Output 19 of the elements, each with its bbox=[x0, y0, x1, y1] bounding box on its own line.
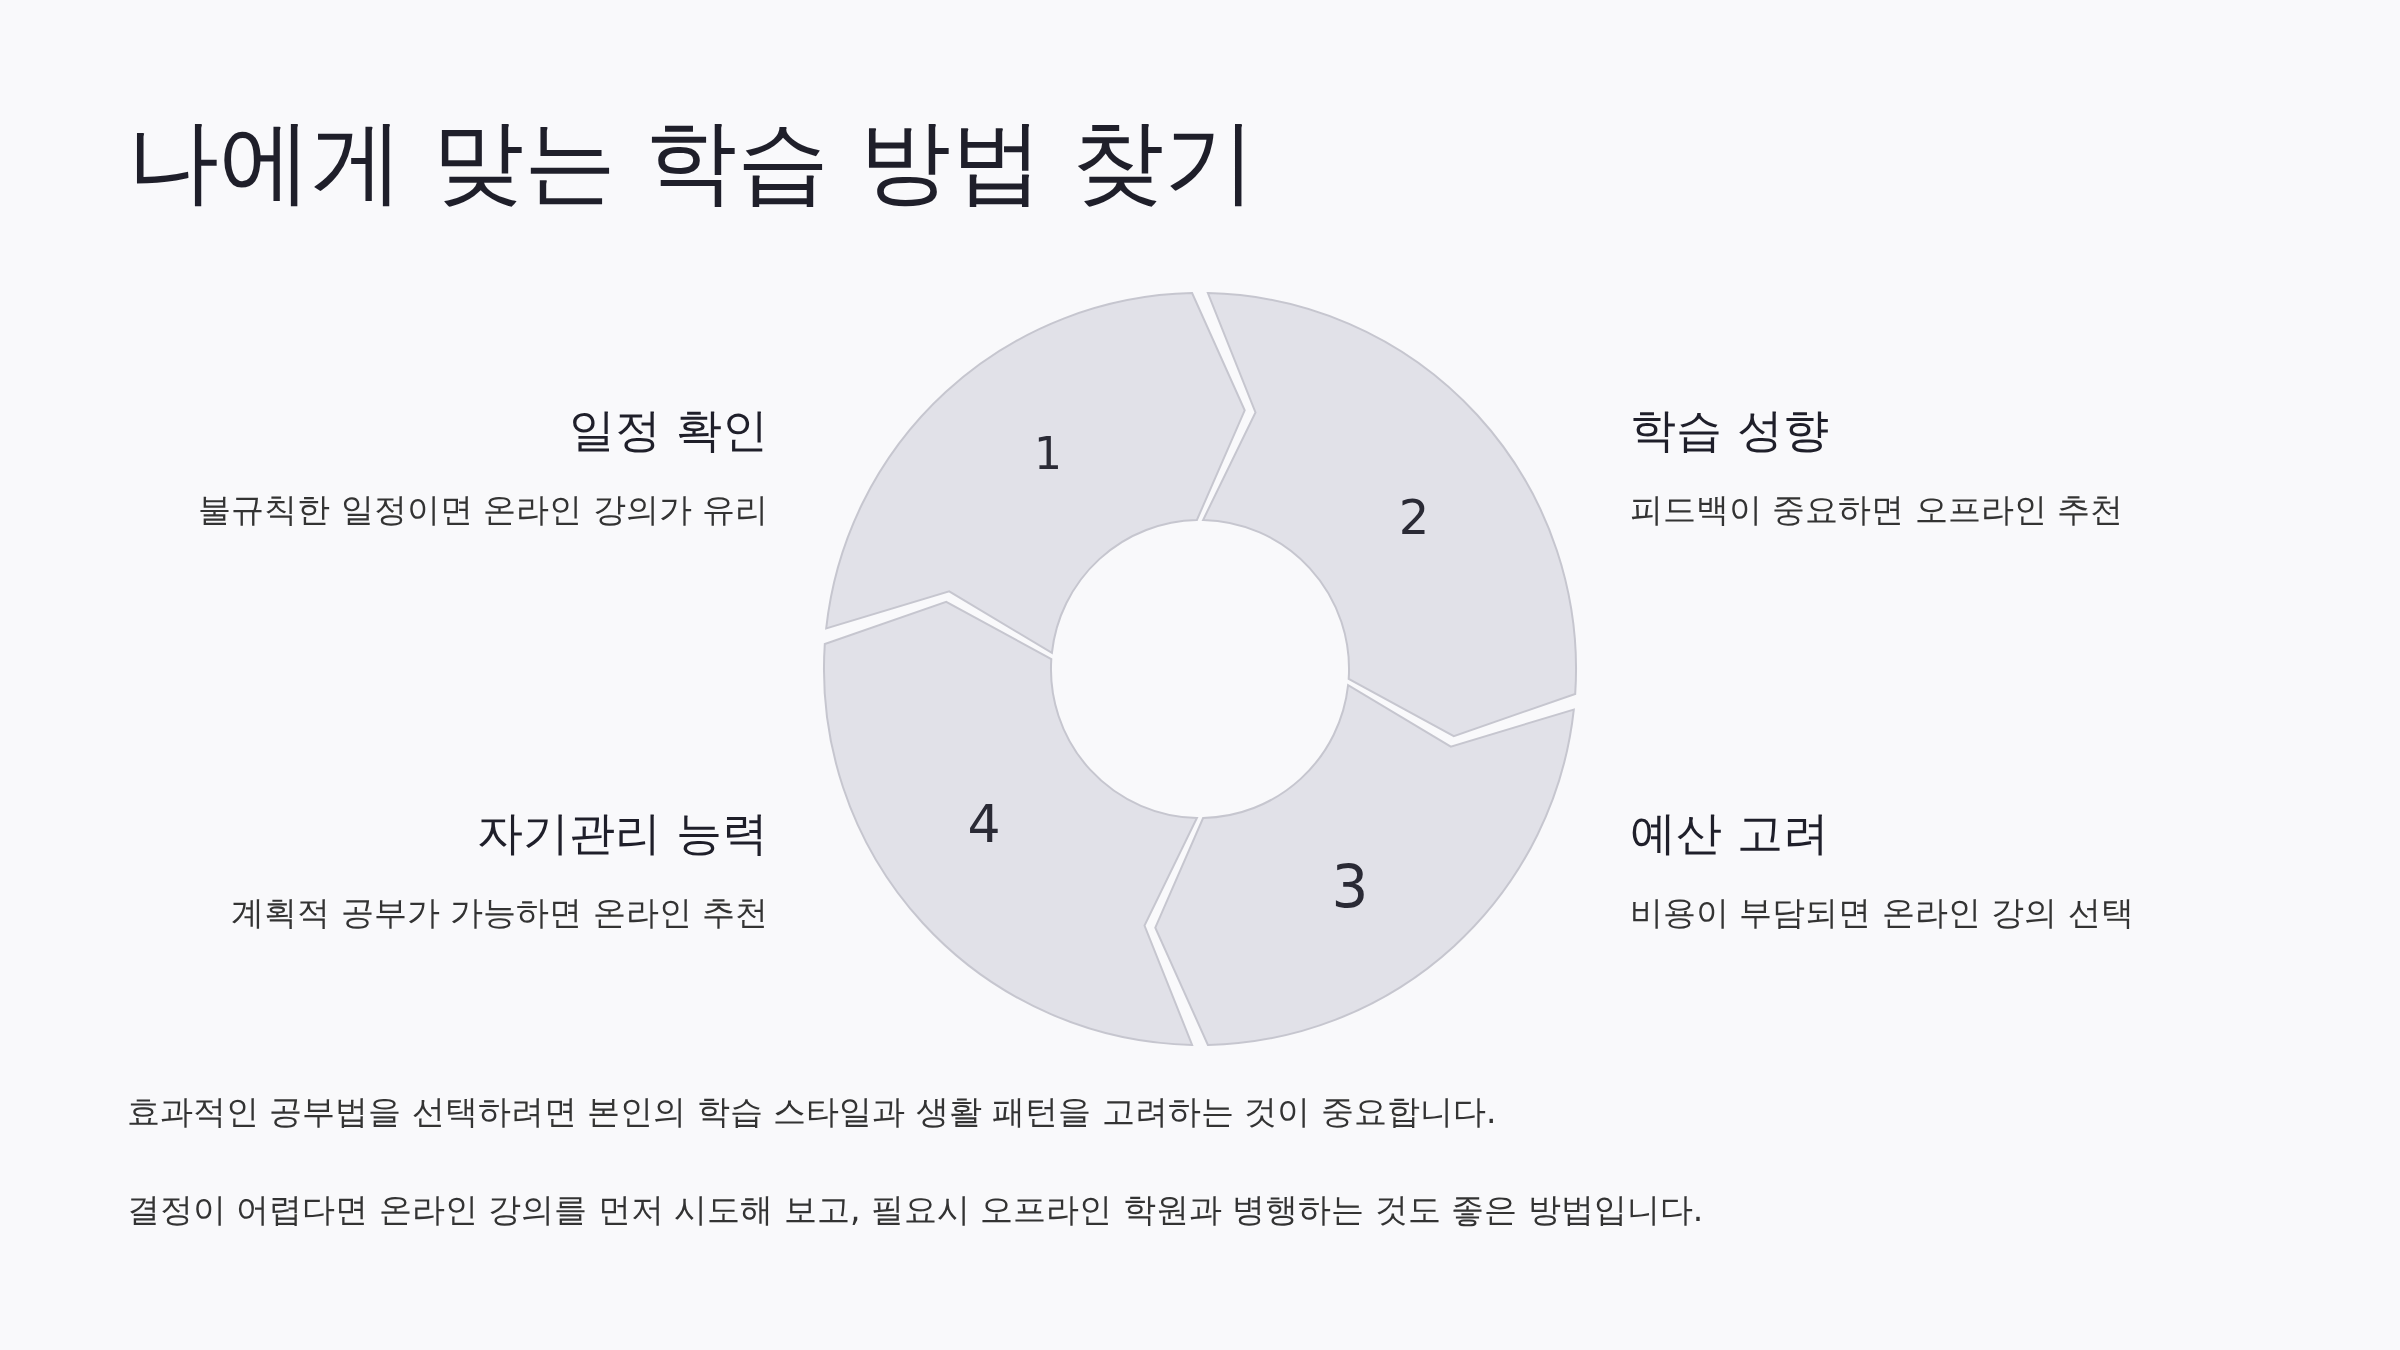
step-number: 2 bbox=[1398, 489, 1430, 545]
section-heading: 예산 고려 bbox=[1630, 805, 1829, 862]
section-heading: 학습 성향 bbox=[1630, 402, 1829, 459]
step-number: 4 bbox=[967, 794, 1001, 854]
section-heading: 자기관리 능력 bbox=[477, 805, 768, 862]
description-text: 비용이 부담되면 온라인 강의 선택 bbox=[1630, 892, 2134, 934]
description-text: 불규칙한 일정이면 온라인 강의가 유리 bbox=[198, 489, 768, 531]
step-number: 1 bbox=[1034, 428, 1062, 479]
page-title: 나에게 맞는 학습 방법 찾기 bbox=[127, 107, 1256, 217]
description-text: 피드백이 중요하면 오프라인 추천 bbox=[1630, 489, 2124, 531]
description-text: 계획적 공부가 가능하면 온라인 추천 bbox=[231, 892, 768, 934]
arrow-segment bbox=[1154, 684, 1575, 1046]
section-heading: 일정 확인 bbox=[569, 402, 768, 459]
arrow-segment bbox=[825, 292, 1246, 654]
arrow-segment bbox=[823, 600, 1198, 1046]
note-text: 효과적인 공부법을 선택하려면 본인의 학습 스타일과 생활 패턴을 고려하는 것이 중요합니다. bbox=[127, 1091, 1497, 1133]
arrow-segment bbox=[1202, 292, 1577, 738]
step-number: 3 bbox=[1331, 853, 1369, 922]
note-text: 결정이 어렵다면 온라인 강의를 먼저 시도해 보고, 필요시 오프라인 학원과 병행하는 것도 좋은 방법입니다. bbox=[127, 1189, 1704, 1231]
